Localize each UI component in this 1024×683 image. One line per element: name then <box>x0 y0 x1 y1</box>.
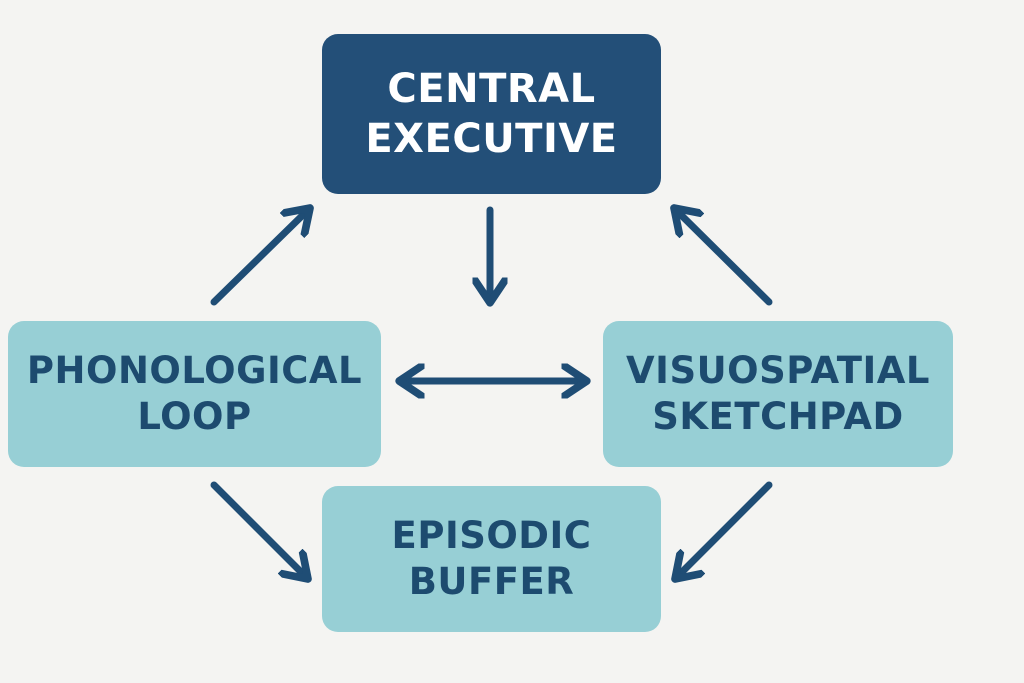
episodic-buffer-box: EPISODIC BUFFER <box>322 486 661 632</box>
episodic-buffer-line1: EPISODIC <box>391 513 592 557</box>
episodic-buffer-line2: BUFFER <box>408 560 575 603</box>
visuospatial-sketchpad-line1: VISUOSPATIAL <box>626 348 930 392</box>
phonological-loop-line1: PHONOLOGICAL <box>26 348 363 392</box>
central-executive-line2: EXECUTIVE <box>365 116 618 162</box>
central-executive-box: CENTRAL EXECUTIVE <box>322 34 661 194</box>
central-executive-line1: CENTRAL <box>387 66 596 112</box>
arrow-visuospatial-to-episodic <box>677 481 773 577</box>
phonological-loop-line2: LOOP <box>137 395 252 438</box>
arrow-phonological-to-central <box>210 210 308 306</box>
visuospatial-sketchpad-line2: SKETCHPAD <box>652 395 904 438</box>
visuospatial-sketchpad-box: VISUOSPATIAL SKETCHPAD <box>603 321 953 467</box>
phonological-loop-box: PHONOLOGICAL LOOP <box>8 321 381 467</box>
arrow-phonological-to-episodic <box>210 481 306 577</box>
arrow-visuospatial-to-central <box>676 210 773 306</box>
